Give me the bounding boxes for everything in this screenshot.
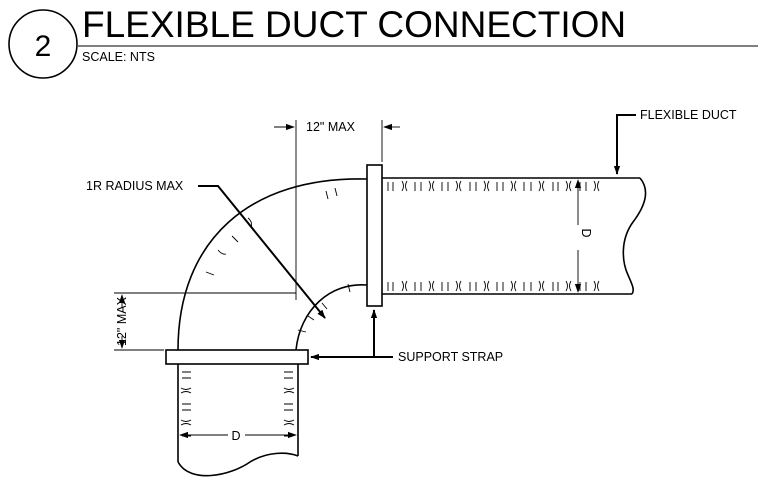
- detail-header: 2 FLEXIBLE DUCT CONNECTION SCALE: NTS: [8, 4, 758, 79]
- radius-label: 1R RADIUS MAX: [86, 179, 184, 193]
- flexible-duct-leader: [613, 114, 636, 175]
- diameter-label-right: D: [579, 228, 593, 237]
- left-dimension-label: 12" MAX: [115, 296, 129, 346]
- top-dimension: [274, 120, 400, 300]
- diameter-label-bottom: D: [231, 429, 240, 443]
- page-title: FLEXIBLE DUCT CONNECTION: [82, 4, 626, 45]
- corrugation-marks: [180, 180, 600, 437]
- vertical-duct: [177, 364, 299, 477]
- vertical-support-strap: [366, 164, 383, 307]
- scale-label: SCALE: NTS: [82, 50, 155, 64]
- radius-leader: [198, 185, 326, 319]
- flexible-duct-label: FLEXIBLE DUCT: [640, 108, 737, 122]
- detail-number: 2: [35, 30, 52, 63]
- left-dimension: [114, 292, 296, 351]
- horizontal-support-strap: [165, 349, 309, 365]
- top-dimension-label: 12" MAX: [306, 120, 356, 134]
- duct-elbow: [177, 178, 368, 351]
- detail-number-circle: [8, 9, 78, 79]
- horizontal-duct: [382, 177, 647, 295]
- support-strap-label: SUPPORT STRAP: [398, 350, 503, 364]
- support-strap-leaders: [310, 309, 393, 361]
